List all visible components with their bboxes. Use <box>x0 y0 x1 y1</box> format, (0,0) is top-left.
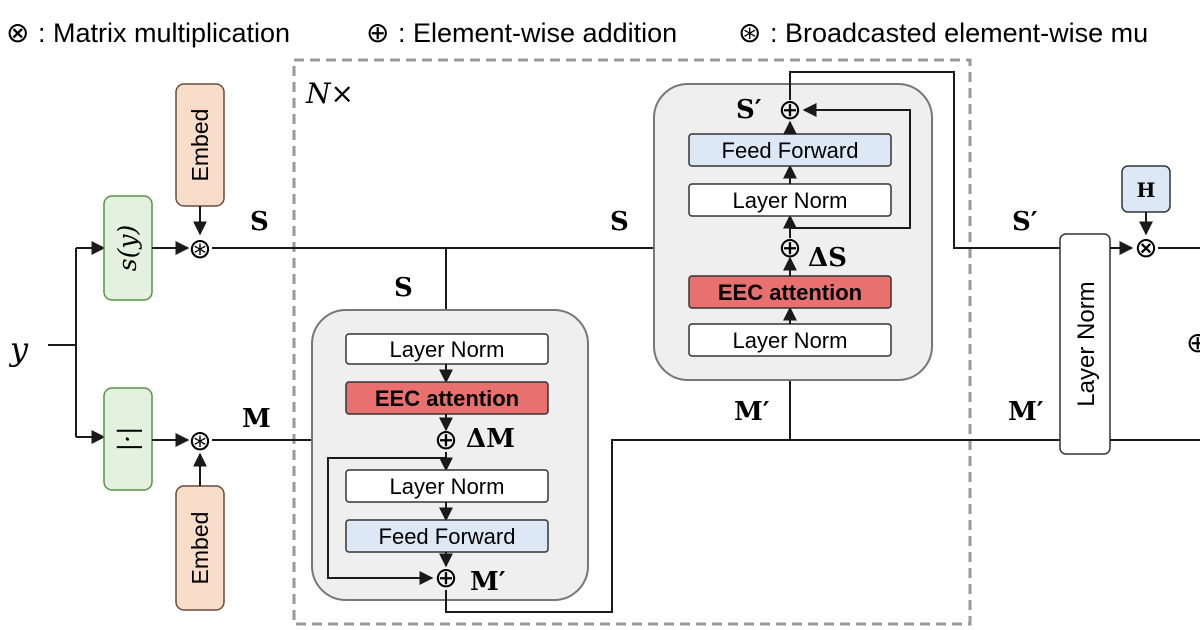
matmul-op: ⊗ <box>1134 232 1157 263</box>
s-label-3: S <box>394 273 413 303</box>
embed-label-top: Embed <box>187 109 213 182</box>
layer-norm-label-s1: Layer Norm <box>733 328 848 353</box>
bmul-legend-text: : Broadcasted element-wise mu <box>770 18 1148 48</box>
broadcast-mult-op-s: ⊛ <box>188 233 211 264</box>
s-prime-label-2: S′ <box>1012 207 1038 237</box>
delta-s-label: ΔS <box>808 243 847 273</box>
layer-norm-label-s2: Layer Norm <box>733 188 848 213</box>
h-matrix-label: H <box>1137 178 1156 202</box>
matmul-symbol: ⊗ <box>6 17 29 48</box>
m-prime-label-1: M′ <box>470 567 506 597</box>
input-y-label: y <box>8 330 29 368</box>
repeat-label: N× <box>305 77 354 110</box>
repeat-region <box>292 58 972 626</box>
add-op-m-prime: ⊕ <box>434 562 457 593</box>
embed-label-bottom: Embed <box>187 512 213 585</box>
add-op-delta-m: ⊕ <box>434 424 457 455</box>
abs-function-label: |·| <box>113 427 143 452</box>
matmul-legend-text: : Matrix multiplication <box>38 18 290 48</box>
eec-attention-label-m: EEC attention <box>375 386 519 411</box>
final-layer-norm-label: Layer Norm <box>1073 281 1100 406</box>
m-prime-label-2: M′ <box>734 397 770 427</box>
add-legend-text: : Element-wise addition <box>398 18 677 48</box>
feed-forward-label-s: Feed Forward <box>722 138 859 163</box>
s-prime-path <box>789 71 1060 249</box>
feed-forward-label-m: Feed Forward <box>379 524 516 549</box>
add-symbol: ⊕ <box>366 17 389 48</box>
add-op-delta-s: ⊕ <box>778 232 801 263</box>
delta-m-label: ΔM <box>466 424 515 454</box>
m-prime-path <box>445 439 1060 613</box>
add-op-partial: ⊕ <box>1186 327 1200 358</box>
legend: ⊗ : Matrix multiplication ⊕ : Element-wi… <box>6 17 1148 48</box>
eec-attention-label-s: EEC attention <box>718 280 862 305</box>
m-prime-label-3: M′ <box>1008 397 1044 427</box>
s-label-1: S <box>250 207 269 237</box>
s-function-label: s(y) <box>113 225 142 271</box>
add-op-s-prime: ⊕ <box>778 94 801 125</box>
m-label: M <box>242 404 271 434</box>
residual-loop-s <box>790 103 911 229</box>
layer-norm-label-m1: Layer Norm <box>390 337 505 362</box>
final-layer-norm-box <box>1059 233 1111 455</box>
residual-loop-m <box>327 457 446 585</box>
bmul-symbol: ⊛ <box>738 17 761 48</box>
s-label-2: S <box>610 207 629 237</box>
input-split-lines <box>48 241 106 444</box>
layer-norm-label-m2: Layer Norm <box>390 474 505 499</box>
broadcast-mult-op-m: ⊛ <box>188 425 211 456</box>
s-prime-label-1: S′ <box>736 95 762 125</box>
